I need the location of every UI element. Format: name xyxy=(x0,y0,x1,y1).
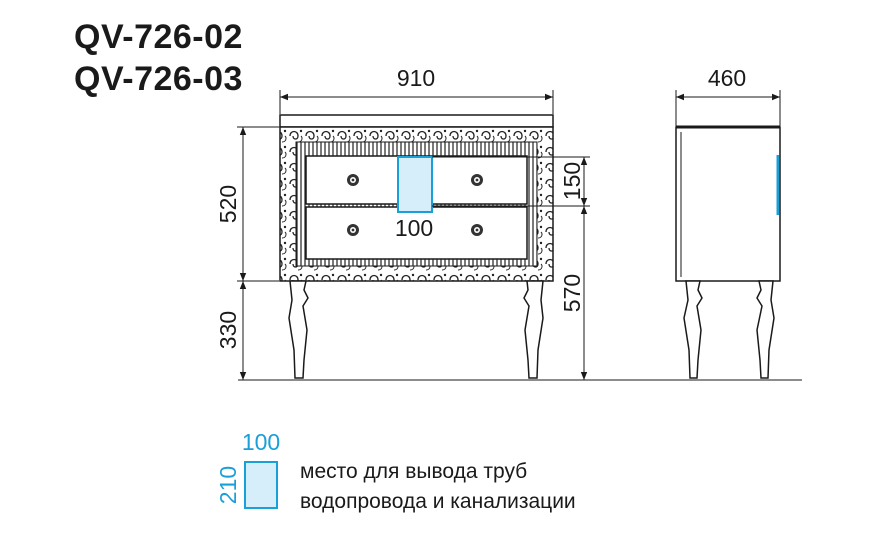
dim-drawer-height: 150 xyxy=(559,162,585,200)
dim-pipe-width: 100 xyxy=(395,215,433,241)
leg-right xyxy=(523,280,544,379)
knob-icon xyxy=(471,224,483,236)
side-view xyxy=(675,125,781,379)
model-code-1: QV-726-02 xyxy=(74,18,243,56)
knob-icon xyxy=(347,224,359,236)
side-body xyxy=(675,126,781,282)
dim-leg-height: 330 xyxy=(215,311,241,349)
leg-side-right xyxy=(756,280,775,379)
front-view xyxy=(279,114,554,379)
dim-total-side: 570 xyxy=(559,274,585,312)
leg-left xyxy=(288,280,309,379)
dim-width: 910 xyxy=(397,65,435,91)
leg-side-left xyxy=(683,280,703,379)
legend-line-2: водопровода и канализации xyxy=(300,490,576,513)
drawer-bottom xyxy=(305,206,528,260)
legend-line-1: место для вывода труб xyxy=(300,460,528,483)
legend-height: 210 xyxy=(215,466,241,504)
model-code-2: QV-726-03 xyxy=(74,60,243,98)
legend-swatch xyxy=(244,461,278,509)
pipe-cutout xyxy=(397,156,433,213)
legend-width: 100 xyxy=(242,429,280,455)
knob-icon xyxy=(471,174,483,186)
countertop xyxy=(279,114,554,128)
dim-depth: 460 xyxy=(708,65,746,91)
legend: 100 210 xyxy=(215,429,280,509)
knob-icon xyxy=(347,174,359,186)
dim-body-height: 520 xyxy=(215,185,241,223)
